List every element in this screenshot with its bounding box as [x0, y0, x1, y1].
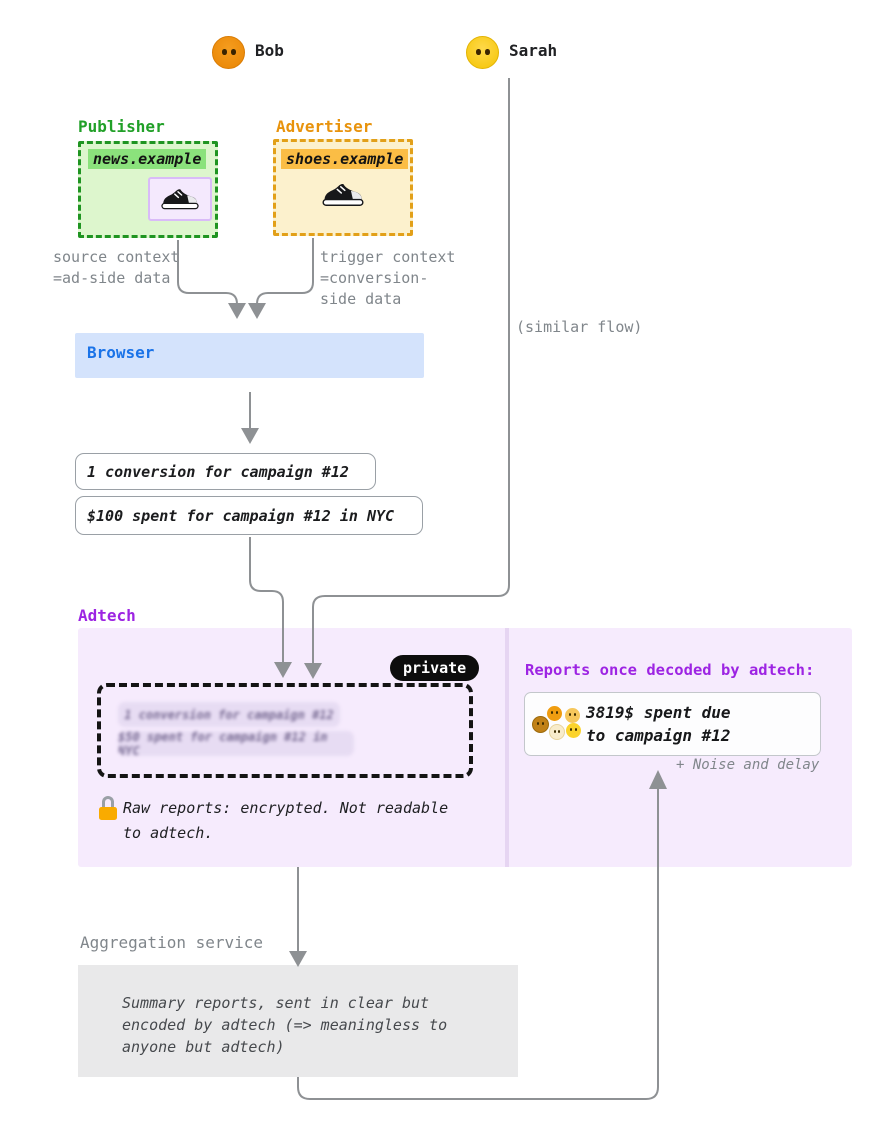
user-face-icon — [566, 723, 581, 738]
sneaker-icon — [160, 183, 200, 215]
encrypted-reports-box — [97, 683, 473, 778]
trigger-context-note: trigger context =conversion- side data — [320, 248, 456, 308]
spend-report-pill: $100 spent for campaign #12 in NYC — [75, 496, 423, 535]
sarah-name: Sarah — [509, 41, 558, 60]
arrowhead-down-icon — [241, 428, 259, 444]
advertiser-to-browser-line — [256, 238, 314, 305]
publisher-label: Publisher — [78, 117, 165, 136]
source-context-note: source context =ad-side data — [53, 248, 180, 287]
arrowhead-down-icon — [248, 303, 266, 319]
encrypted-report-blurred: 1 conversion for campaign #12 — [118, 702, 340, 727]
publisher-site-url: news.example — [88, 149, 207, 169]
browser-label: Browser — [87, 343, 155, 362]
decoded-report-text: 3819$ spent due to campaign #12 — [586, 703, 731, 745]
advertiser-label: Advertiser — [276, 117, 373, 136]
aggregation-service-label: Aggregation service — [80, 933, 264, 952]
user-face-icon — [549, 724, 565, 740]
adtech-panel-divider — [505, 628, 509, 867]
adtech-label: Adtech — [78, 606, 136, 625]
bob-name: Bob — [255, 41, 284, 60]
conversion-report-pill: 1 conversion for campaign #12 — [75, 453, 376, 490]
encrypted-report-blurred: $50 spent for campaign #12 in NYC — [118, 731, 354, 756]
advertiser-site-url: shoes.example — [281, 149, 409, 169]
similar-flow-note: (similar flow) — [516, 318, 643, 336]
ad-thumbnail-frame — [148, 177, 212, 221]
user-face-icon — [565, 708, 580, 723]
summary-reports-text: Summary reports, sent in clear but encod… — [122, 994, 448, 1056]
sarah-face-icon — [466, 36, 499, 69]
bob-face-icon — [212, 36, 245, 69]
user-face-icon — [547, 706, 562, 721]
decoded-reports-heading: Reports once decoded by adtech: — [525, 661, 815, 679]
noise-delay-note: + Noise and delay — [676, 757, 820, 773]
publisher-to-browser-line — [177, 240, 238, 305]
private-badge: private — [390, 655, 480, 681]
raw-reports-note: Raw reports: encrypted. Not readable to … — [123, 799, 449, 842]
sneaker-icon — [321, 177, 365, 210]
lock-icon — [99, 796, 117, 820]
user-face-icon — [532, 716, 549, 733]
arrowhead-down-icon — [228, 303, 246, 319]
